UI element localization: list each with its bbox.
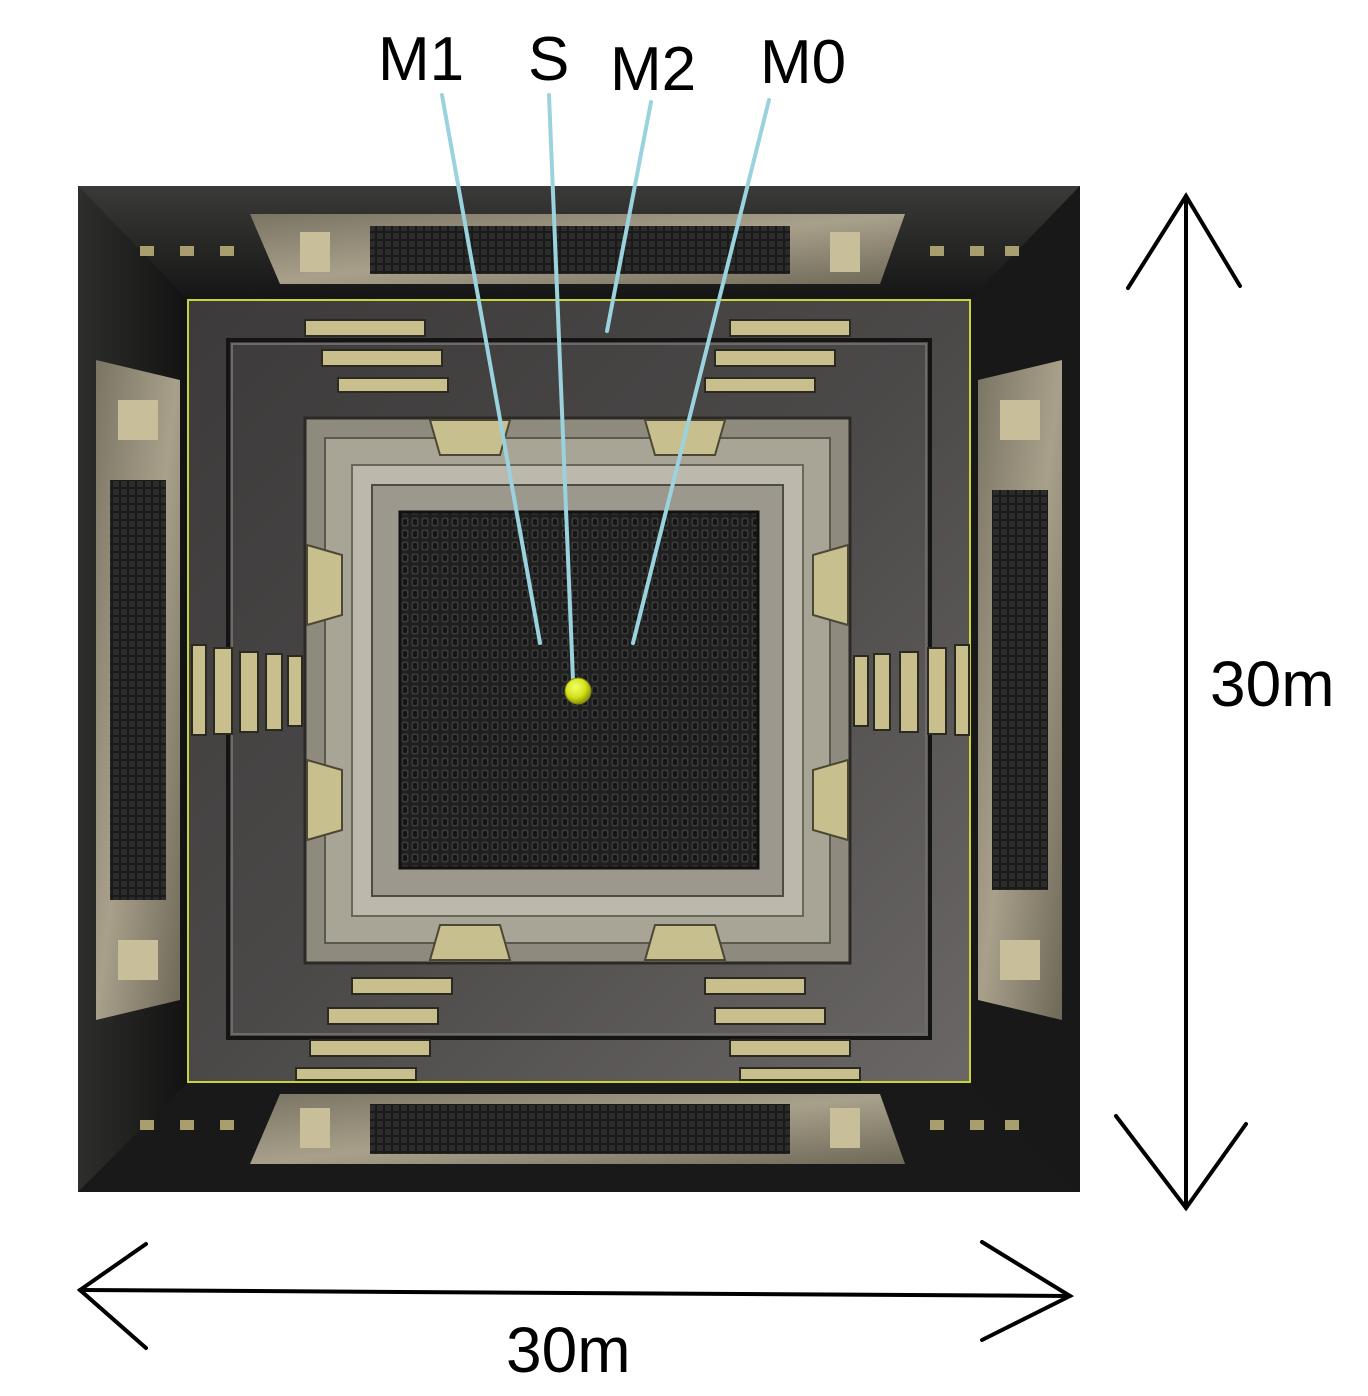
wall-panel-right xyxy=(978,360,1062,1020)
height-dimension-arrow xyxy=(1114,192,1248,1212)
leader-line-m1 xyxy=(440,93,542,645)
room-box xyxy=(78,186,1080,1192)
label-m2: M2 xyxy=(610,35,696,104)
width-dimension-arrow xyxy=(76,1240,1075,1350)
position-labels: M1 S M2 M0 xyxy=(378,25,846,104)
label-m1: M1 xyxy=(378,25,464,94)
leader-lines xyxy=(440,93,771,682)
leader-line-m2 xyxy=(605,100,653,333)
label-m0: M0 xyxy=(760,28,846,97)
width-dimension-label: 30m xyxy=(506,1314,631,1386)
wall-panel-bottom xyxy=(250,1094,905,1164)
leader-line-s xyxy=(547,93,575,682)
wall-panel-left xyxy=(96,360,180,1020)
label-s: S xyxy=(528,25,569,94)
leader-line-m0 xyxy=(631,98,771,645)
rim-trim xyxy=(140,246,1019,1130)
floor-slats xyxy=(191,319,970,1081)
wall-panel-top xyxy=(250,214,905,284)
source-sphere xyxy=(564,677,592,705)
height-dimension-label: 30m xyxy=(1210,648,1335,720)
